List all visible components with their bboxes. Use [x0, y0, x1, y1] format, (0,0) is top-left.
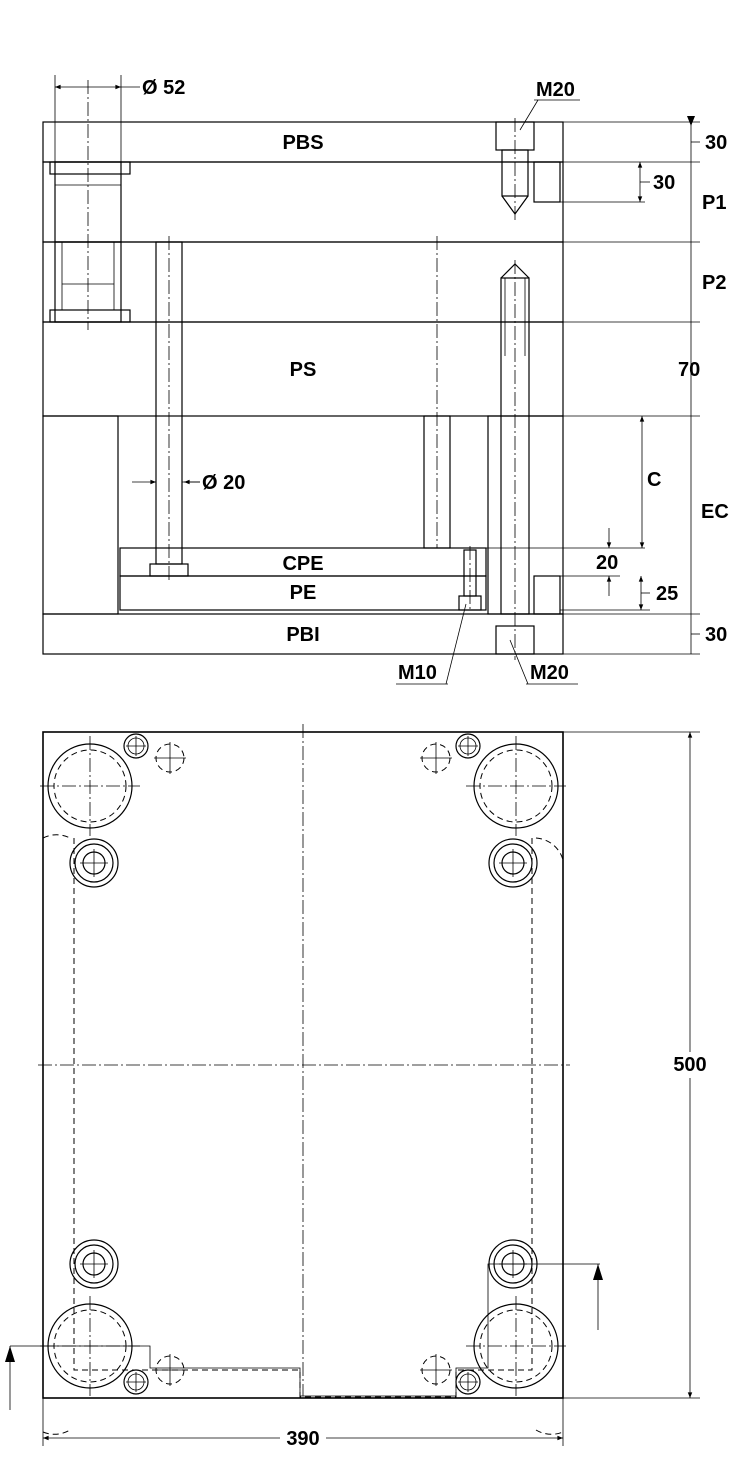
callout-dia-20: Ø 20: [202, 472, 245, 494]
label-pbs: PBS: [282, 132, 323, 154]
section-arrow-left: [5, 1346, 15, 1410]
section-view: PBS PS CPE PE PBI Ø 52 Ø 20 M20 M10 M20: [42, 75, 729, 685]
dim-p2: P2: [702, 272, 726, 294]
screw-hole-top-right: [420, 733, 481, 774]
dim-cpe-thickness: 20: [596, 552, 618, 574]
dim-ec: EC: [701, 501, 729, 523]
dim-plan-height: 500: [673, 1054, 706, 1076]
guide-hole-top-right: [466, 736, 566, 836]
dim-ps-thickness: 70: [678, 359, 700, 381]
spacer-left: [42, 415, 119, 615]
dim-pbs-thickness: 30: [705, 132, 727, 154]
return-pin-hole-bottom-left: [69, 1239, 119, 1289]
screw-hole-top-left: [123, 733, 186, 774]
section-arrow-right: [593, 1264, 603, 1330]
dim-p1: P1: [702, 192, 726, 214]
dim-pe-thickness: 25: [656, 583, 678, 605]
plan-view: 500 390: [5, 724, 712, 1451]
screw-hole-bottom-right: [420, 1354, 481, 1395]
return-pin-hole-top-left: [69, 838, 119, 888]
plate-pe: [119, 575, 487, 611]
dim-plan-width: 390: [286, 1428, 319, 1450]
label-cpe: CPE: [282, 553, 323, 575]
dim-c: C: [647, 469, 661, 491]
callout-m10: M10: [398, 662, 437, 684]
label-pe: PE: [290, 582, 317, 604]
screw-hole-bottom-left: [123, 1354, 186, 1395]
guide-hole-bottom-right: [466, 1296, 566, 1396]
callout-m20-bottom: M20: [530, 662, 569, 684]
label-ps: PS: [290, 359, 317, 381]
spacer-right: [487, 415, 564, 615]
callout-m20-top: M20: [536, 79, 575, 101]
guide-hole-top-left: [40, 736, 140, 836]
dim-p1-inner: 30: [653, 172, 675, 194]
callout-dia-52: Ø 52: [142, 77, 185, 99]
label-pbi: PBI: [286, 624, 319, 646]
return-pin-hole-top-right: [488, 838, 538, 888]
plate-ps: [42, 321, 564, 417]
dim-pbi-thickness: 30: [705, 624, 727, 646]
plate-pbi: [42, 613, 564, 655]
